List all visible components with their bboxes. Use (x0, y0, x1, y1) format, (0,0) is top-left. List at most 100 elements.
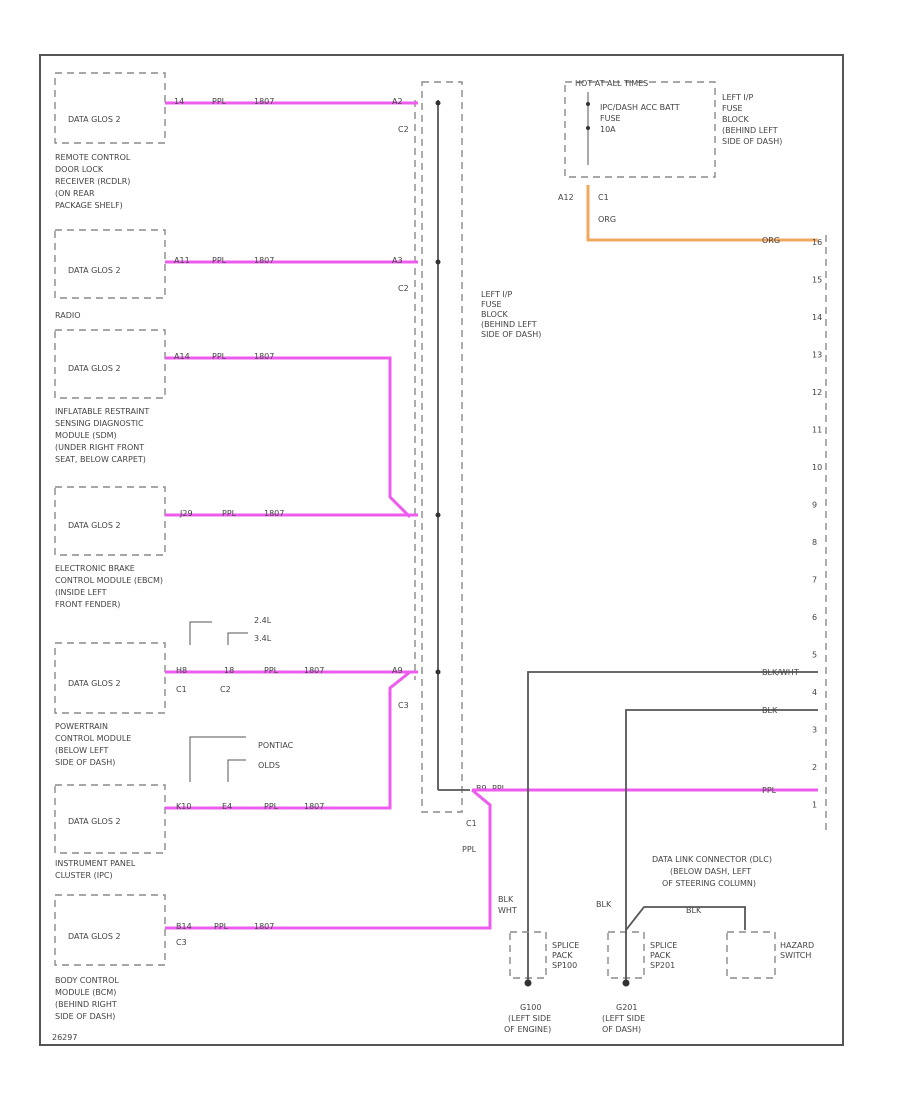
module-3-pin: A14 (174, 352, 190, 361)
module-6-opt1: PONTIAC (258, 741, 294, 750)
module-3-wire-code: 1807 (254, 352, 274, 361)
module-5-left-pin: A9 (392, 666, 403, 675)
module-7-wire: PPL (214, 922, 229, 931)
module-2: REMOTE CONTROL DOOR LOCK RECEIVER (RCDLR… (54, 153, 418, 299)
module-4-desc: INFLATABLE RESTRAINT SENSING DIAGNOSTIC … (55, 407, 152, 464)
module-4-box-label: DATA GLOS 2 (68, 521, 121, 530)
orange-wire-vert-label: ORG (598, 215, 616, 224)
module-7-box-label: DATA GLOS 2 (68, 932, 121, 941)
module-6-pin: K10 (176, 802, 191, 811)
dlc-pin-8: 8 (812, 538, 817, 547)
module-5-c1: C1 (176, 685, 187, 694)
dlc-pin-3: 3 (812, 726, 817, 735)
ground-g2: G201 (LEFT SIDE OF DASH) (602, 1003, 648, 1034)
splice-pack-1: SPLICE PACK SP100 (552, 941, 582, 970)
hot-at-all-times: HOT AT ALL TIMES (575, 79, 648, 88)
dlc-pin-15: 15 (812, 276, 822, 285)
fuse-block-label: LEFT I/P FUSE BLOCK (BEHIND LEFT SIDE OF… (481, 290, 541, 339)
module-8-desc: BODY CONTROL MODULE (BCM) (BEHIND RIGHT … (55, 976, 121, 1021)
module-6-pin2: E4 (222, 802, 232, 811)
left-fuse-block: LEFT I/P FUSE BLOCK (BEHIND LEFT SIDE OF… (414, 81, 541, 828)
ground-wire3-label: BLK (686, 906, 702, 915)
dlc-pin-10: 10 (812, 463, 822, 472)
footer-code: 26297 (52, 1033, 77, 1042)
module-5-opt1: 2.4L (254, 616, 272, 625)
module-6-wire-code: 1807 (304, 802, 324, 811)
fuse-block-conn: C1 (466, 819, 477, 828)
module-6-wire: PPL (264, 802, 279, 811)
module-6-desc: POWERTRAIN CONTROL MODULE (BELOW LEFT SI… (55, 722, 134, 767)
ground-wire2-label: BLK (596, 900, 612, 909)
module-6-opt2: OLDS (258, 761, 280, 770)
module-2-left-pin: A3 (392, 256, 403, 265)
ground-wire1-label: BLK WHT (498, 895, 517, 915)
fuse-label: IPC/DASH ACC BATT FUSE 10A (600, 103, 682, 134)
module-3-desc: RADIO (55, 311, 81, 320)
module-3-wire: PPL (212, 352, 227, 361)
module-7-desc: INSTRUMENT PANEL CLUSTER (IPC) (55, 859, 138, 880)
dlc-pin-12: 12 (812, 388, 822, 397)
module-7-conn: C3 (176, 938, 187, 947)
module-5-wire-code: 1807 (304, 666, 324, 675)
module-2-wire-code: 1807 (254, 256, 274, 265)
module-4-pin: J29 (179, 509, 193, 518)
dlc-pin4-wire-label: BLK (762, 706, 778, 715)
module-7-pin: B14 (176, 922, 192, 931)
dlc-pin2-wire-label: PPL (762, 786, 777, 795)
module-1-pin: 14 (174, 97, 184, 106)
module-5-conn: C3 (398, 701, 409, 710)
splice-pack-2: SPLICE PACK SP201 (650, 941, 680, 970)
dlc-pin-2: 2 (812, 763, 817, 772)
orange-wire-label: ORG (762, 236, 780, 245)
diagram-frame (39, 54, 844, 1046)
module-5-c2: C2 (220, 685, 231, 694)
top-fuse-block-label: LEFT I/P FUSE BLOCK (BEHIND LEFT SIDE OF… (722, 93, 782, 146)
dlc-pin-5: 5 (812, 651, 817, 660)
dlc-pin4-wire (625, 709, 818, 930)
dlc-pin-11: 11 (812, 426, 822, 435)
dlc-pin-4: 4 (812, 688, 817, 697)
module-2-conn: C2 (398, 284, 409, 293)
grounds: BLK WHT BLK BLK SPLICE PACK SP100 SPLICE… (498, 895, 817, 1034)
dlc-pin-1: 1 (812, 801, 817, 810)
module-2-wire: PPL (212, 256, 227, 265)
orange-wire (586, 185, 818, 242)
crossover-wire-label: PPL (462, 845, 477, 854)
top-fuse-pin: A12 (558, 193, 574, 202)
module-5-wire: PPL (264, 666, 279, 675)
module-2-pin: A11 (174, 256, 190, 265)
module-6-box-label: DATA GLOS 2 (68, 817, 121, 826)
dlc-pin5-wire (527, 671, 818, 948)
module-1: DATA GLOS 2 14 PPL 1807 A2 C2 (54, 72, 418, 144)
dlc-pin-13: 13 (812, 351, 822, 360)
module-7-wire-code: 1807 (254, 922, 274, 931)
module-1-left-pin: A2 (392, 97, 403, 106)
module-3: RADIO DATA GLOS 2 A14 PPL 1807 (54, 311, 412, 519)
module-4-wire-code: 1807 (264, 509, 284, 518)
dlc-pin-6: 6 (812, 613, 817, 622)
dlc-pin-14: 14 (812, 313, 822, 322)
module-1-box-label: DATA GLOS 2 (68, 115, 121, 124)
module-4-wire: PPL (222, 509, 237, 518)
module-5: ELECTRONIC BRAKE CONTROL MODULE (EBCM) (… (54, 564, 418, 714)
module-1-wire-code: 1807 (254, 97, 274, 106)
dlc-pin5-wire-label: BLK/WHT (762, 668, 799, 677)
module-1-wire: PPL (212, 97, 227, 106)
ground-g1: G100 (LEFT SIDE OF ENGINE) (504, 1003, 554, 1034)
top-fuse-box: HOT AT ALL TIMES IPC/DASH ACC BATT FUSE … (558, 79, 818, 245)
module-3-box-label: DATA GLOS 2 (68, 364, 121, 373)
module-5-desc: ELECTRONIC BRAKE CONTROL MODULE (EBCM) (… (55, 564, 166, 609)
module-2-desc: REMOTE CONTROL DOOR LOCK RECEIVER (RCDLR… (55, 153, 133, 210)
module-5-pin2: 18 (224, 666, 234, 675)
dlc-label: DATA LINK CONNECTOR (DLC) (BELOW DASH, L… (652, 855, 775, 888)
module-5-box-label: DATA GLOS 2 (68, 679, 121, 688)
hazard-switch: HAZARD SWITCH (780, 941, 817, 960)
dlc-pin-7: 7 (812, 576, 817, 585)
module-5-opt2: 3.4L (254, 634, 272, 643)
module-7: INSTRUMENT PANEL CLUSTER (IPC) DATA GLOS… (54, 788, 492, 966)
module-8: BODY CONTROL MODULE (BCM) (BEHIND RIGHT … (52, 976, 121, 1042)
dlc-pin-9: 9 (812, 501, 817, 510)
